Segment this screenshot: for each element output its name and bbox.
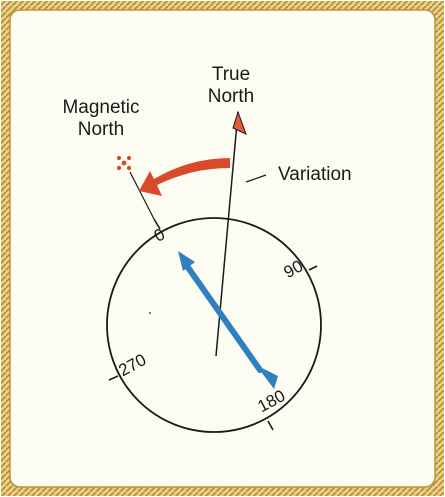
magnetic-north-marker-icon [116,155,132,171]
tick-0 [153,218,161,230]
magnetic-north-label-line1: Magnetic [62,97,139,118]
compass-needle-head-icon [178,251,195,271]
true-north-flag-icon [232,110,247,135]
tick-270 [108,375,119,381]
magnetic-north-label-line2: North [78,119,124,140]
true-north-label-line1: True [212,64,250,85]
tick-180 [267,420,274,431]
compass-needle-tail-icon [256,365,278,389]
variation-arrow [139,158,230,196]
compass-dial [106,217,322,433]
magnetic-north-line [129,171,155,220]
dial-dot [149,312,151,314]
variation-label: Variation [278,164,352,185]
variation-leader-line [245,174,267,183]
tick-90 [308,265,318,271]
compass-needle-shaft [184,263,263,373]
true-north-label-line2: North [208,86,254,107]
